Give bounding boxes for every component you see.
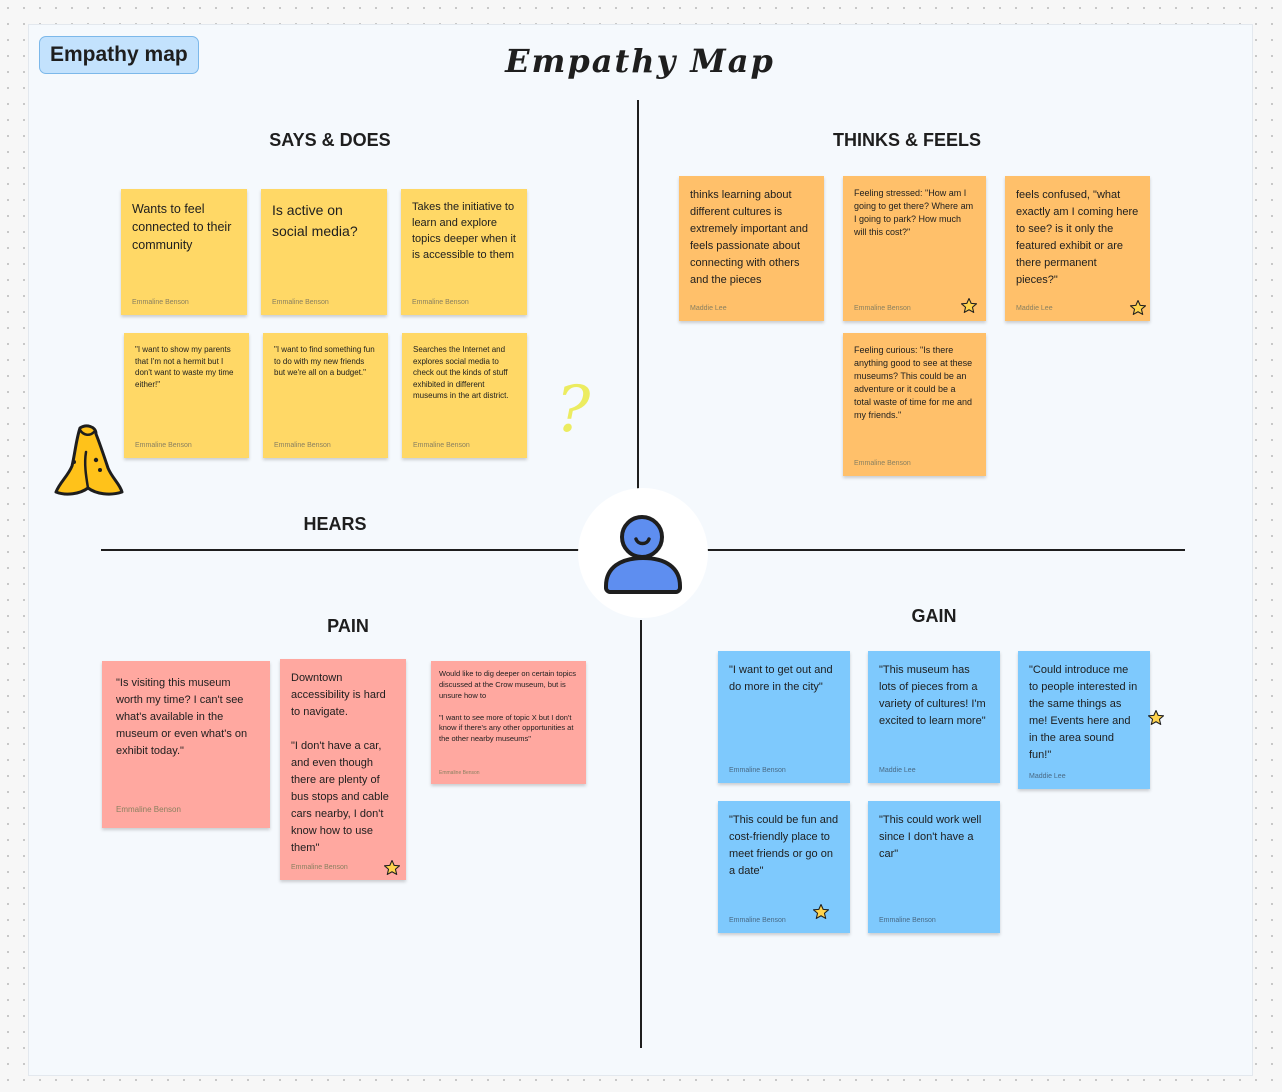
star-icon[interactable] [1147,709,1165,727]
sticky-note[interactable]: Is active on social media? Emmaline Bens… [261,189,387,315]
note-author: Emmaline Benson [135,442,192,449]
note-author: Maddie Lee [879,767,916,774]
star-icon[interactable] [812,903,830,921]
sticky-note[interactable]: "I want to show my parents that I'm not … [124,333,249,458]
note-text: "I want to get out and do more in the ci… [729,664,833,694]
note-text: feels confused, "what exactly am I comin… [1016,189,1139,287]
question-mark-doodle[interactable]: ? [556,373,591,447]
sticky-note[interactable]: "Could introduce me to people interested… [1018,651,1150,789]
note-author: Maddie Lee [1029,773,1066,780]
note-text: Takes the initiative to learn and explor… [412,201,516,261]
sticky-note[interactable]: Feeling curious: "Is there anything good… [843,333,986,476]
vertical-divider-top [637,100,639,490]
note-author: Emmaline Benson [274,442,331,449]
note-text: "I want to show my parents that I'm not … [135,345,234,389]
sticky-note[interactable]: feels confused, "what exactly am I comin… [1005,176,1150,321]
sticky-note[interactable]: thinks learning about different cultures… [679,176,824,321]
horizontal-divider-left [101,549,579,551]
note-author: Emmaline Benson [729,917,786,924]
board-title[interactable]: Empathy Map [505,42,775,80]
note-author: Emmaline Benson [439,770,480,776]
heading-pain: PAIN [327,616,369,636]
sticky-note[interactable]: Wants to feel connected to their communi… [121,189,247,315]
star-icon[interactable] [960,297,978,315]
sticky-note[interactable]: "I want to get out and do more in the ci… [718,651,850,783]
note-text: "This museum has lots of pieces from a v… [879,664,986,728]
user-icon[interactable] [600,512,686,598]
sticky-note[interactable]: Would like to dig deeper on certain topi… [431,661,586,784]
banana-peel-icon[interactable] [52,422,126,500]
note-text: "Is visiting this museum worth my time? … [116,677,248,758]
note-author: Emmaline Benson [291,864,348,871]
note-author: Emmaline Benson [854,305,911,312]
note-author: Emmaline Benson [116,805,181,814]
note-author: Emmaline Benson [879,917,936,924]
note-author: Emmaline Benson [272,299,329,306]
note-author: Emmaline Benson [132,299,189,306]
frame-label[interactable]: Empathy map [39,36,199,74]
star-icon[interactable] [383,859,401,877]
note-text: "This could work well since I don't have… [879,814,982,861]
sticky-note[interactable]: "I want to find something fun to do with… [263,333,388,458]
note-text: Would like to dig deeper on certain topi… [439,669,577,744]
note-author: Emmaline Benson [729,767,786,774]
sticky-note[interactable]: "This museum has lots of pieces from a v… [868,651,1000,783]
sticky-note[interactable]: Downtown accessibility is hard to naviga… [280,659,406,880]
vertical-divider-bottom [640,620,642,1048]
note-text: "This could be fun and cost-friendly pla… [729,814,839,878]
sticky-note[interactable]: "This could work well since I don't have… [868,801,1000,933]
heading-says-does: SAYS & DOES [269,130,391,150]
horizontal-divider-right [707,549,1185,551]
note-text: thinks learning about different cultures… [690,189,808,287]
sticky-note[interactable]: Searches the Internet and explores socia… [402,333,527,458]
note-author: Maddie Lee [690,305,727,312]
note-text: Feeling stressed: "How am I going to get… [854,188,974,238]
note-author: Emmaline Benson [413,442,470,449]
sticky-note[interactable]: Feeling stressed: "How am I going to get… [843,176,986,321]
note-text: "Could introduce me to people interested… [1029,664,1138,762]
heading-gain: GAIN [911,606,957,626]
heading-hears: HEARS [303,514,367,534]
note-text: Wants to feel connected to their communi… [132,202,232,253]
note-text: "I want to find something fun to do with… [274,345,375,378]
note-text: Downtown accessibility is hard to naviga… [291,672,389,855]
star-icon[interactable] [1129,299,1147,317]
sticky-note[interactable]: "Is visiting this museum worth my time? … [102,661,270,828]
heading-thinks-feels: THINKS & FEELS [832,130,982,150]
note-author: Emmaline Benson [412,299,469,306]
note-author: Emmaline Benson [854,460,911,467]
note-text: Searches the Internet and explores socia… [413,345,509,401]
sticky-note[interactable]: Takes the initiative to learn and explor… [401,189,527,315]
note-author: Maddie Lee [1016,305,1053,312]
note-text: Is active on social media? [272,202,358,239]
sticky-note[interactable]: "This could be fun and cost-friendly pla… [718,801,850,933]
note-text: Feeling curious: "Is there anything good… [854,345,973,421]
